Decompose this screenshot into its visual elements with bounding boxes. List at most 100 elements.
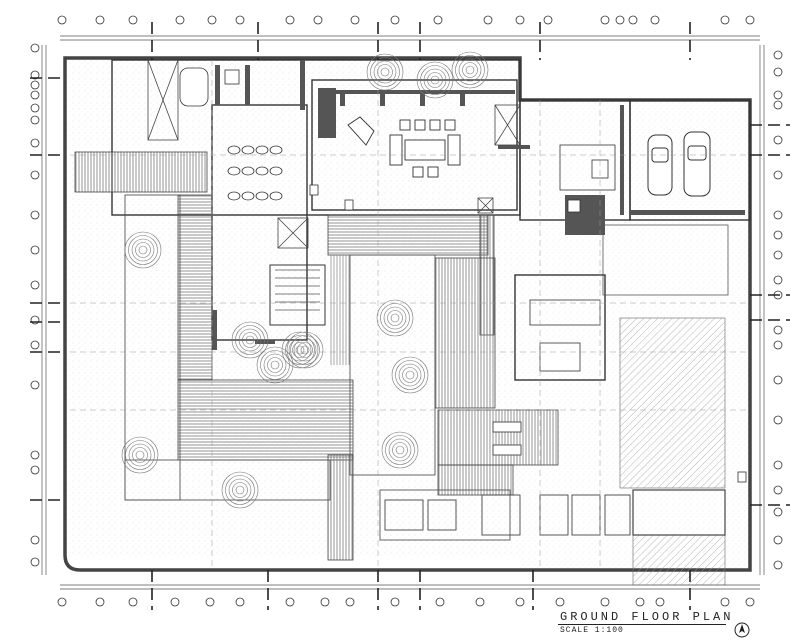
grid-bubble [600,15,610,25]
ripple-ring [423,68,447,92]
grid-bubble [30,245,40,255]
ripple-ring [235,485,245,495]
grid-bubble [773,50,783,60]
grid-bubble [773,230,783,240]
grid-bubble [773,560,783,570]
grid-bubble [745,15,755,25]
ripple-ring [124,231,162,269]
ripple-ring [132,447,148,463]
ripple-ring [383,306,407,330]
grid-bubble [175,15,185,25]
ripple-ring [380,67,390,77]
ripple-ring [462,62,478,78]
grid-bubble [773,507,783,517]
grid-bubble [57,15,67,25]
ripple-ring [232,482,248,498]
ripple-ring [380,303,410,333]
ripple-ring [458,58,482,82]
ripple-ring [231,321,269,359]
structural-walls [212,60,745,350]
ripple-ring [270,360,280,370]
ripple-ring [420,65,450,95]
grid-bubble [235,15,245,25]
grid-bubble [390,15,400,25]
grid-bubble [745,597,755,607]
ripple-ring [128,235,158,265]
ripple-ring [260,350,290,380]
ripple-ring [263,353,287,377]
ripple-ring [387,310,403,326]
title-underline [558,624,726,625]
ripple-ring [392,442,408,458]
north-arrow-icon [734,622,750,638]
grid-bubble [773,135,783,145]
ripple-ring [366,53,404,91]
grid-bubble [30,340,40,350]
grid-bubble [30,80,40,90]
grid-bubble [773,460,783,470]
ripple-ring [267,357,283,373]
structural-grid-lines [30,22,790,610]
plan-scale: SCALE 1:100 [560,626,624,635]
ripple-ring [135,242,151,258]
deck-walk [327,454,354,561]
grid-bubble [345,597,355,607]
grid-bubble [515,15,525,25]
bathroom-fixtures [179,67,747,483]
grid-bubble [650,15,660,25]
grid-bubble [655,597,665,607]
reference-grid [70,60,750,570]
grid-bubble [773,325,783,335]
ripple-ring [285,335,315,365]
deck-bridge [327,214,489,256]
grid-bubble [30,43,40,53]
grid-bubble [205,597,215,607]
ripple-ring [228,478,252,502]
grid-bubble [543,15,553,25]
stair-treads [275,269,320,311]
ripple-ring [245,335,255,345]
dining-tables [227,145,283,201]
plan-title: GROUND FLOOR PLAN [560,610,734,624]
grid-bubble [30,170,40,180]
ripple-ring [370,57,400,87]
grid-bubble [30,103,40,113]
grid-bubble [773,535,783,545]
grid-bubble [57,597,67,607]
grid-bubble [30,557,40,567]
driveway-paving [619,317,726,489]
ripple-ring [286,331,324,369]
ripple-ring [395,360,425,390]
deck-south [177,379,354,461]
ripple-ring [465,65,475,75]
grid-bubble [555,597,565,607]
grid-bubble [773,275,783,285]
grid-bubble [773,250,783,260]
grid-bubble [635,597,645,607]
ripple-ring [381,431,419,469]
grid-bubble [95,15,105,25]
grid-bubble [773,340,783,350]
grid-bubble [30,380,40,390]
ripple-ring [427,72,443,88]
grid-bubble [30,535,40,545]
driveway-bay [602,224,729,296]
grid-bubble [285,597,295,607]
ripple-ring [451,51,489,89]
grid-bubble [628,15,638,25]
ripple-ring [295,345,305,355]
grid-bubble [773,170,783,180]
grid-bubble [515,597,525,607]
ripple-ring [242,332,258,348]
ripple-ring [125,440,155,470]
grid-bubble [95,597,105,607]
ripple-ring [288,338,312,362]
grid-bubble [720,597,730,607]
garden-ripple-circles [121,51,489,509]
ripple-ring [455,55,485,85]
left-grid-markers [30,43,40,567]
ripple-ring [395,445,405,455]
ripple-ring [373,60,397,84]
stair-void [269,264,326,326]
